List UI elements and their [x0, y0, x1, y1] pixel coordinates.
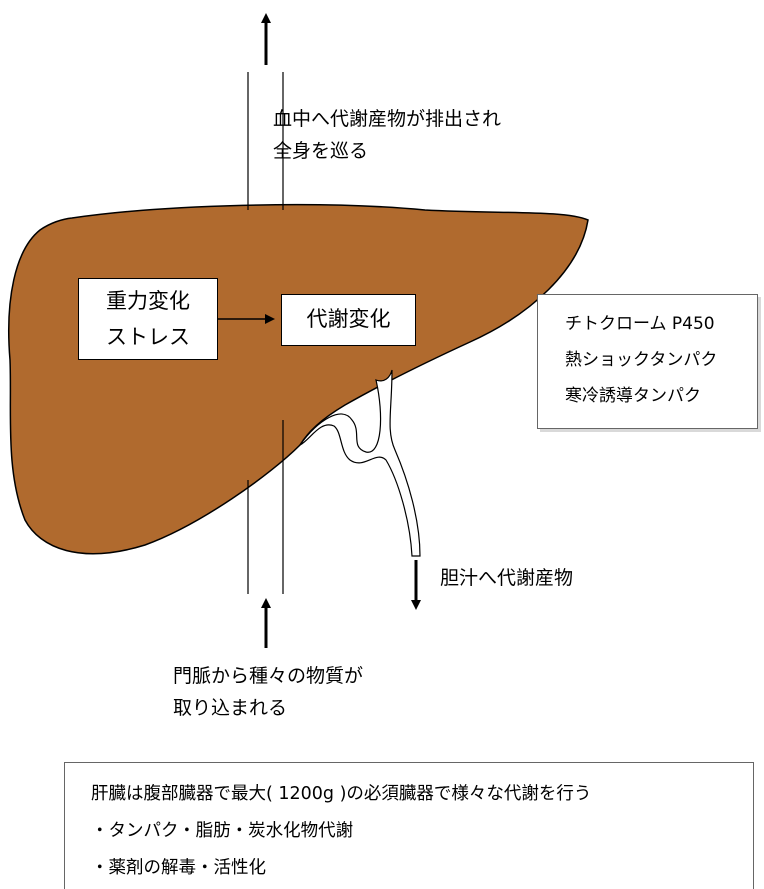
summary-heading: 肝臓は腹部臓器で最大( 1200g )の必須臓器で様々な代謝を行う	[65, 776, 753, 813]
summary-bullet: ・タンパク・脂肪・炭水化物代謝	[65, 813, 753, 850]
summary-bullet: ・薬剤の解毒・活性化	[65, 850, 753, 887]
stress-box: 重力変化 ストレス	[78, 278, 218, 360]
stress-box-line-1: 重力変化	[79, 283, 217, 319]
outflow-text: 血中へ代謝産物が排出され 全身を巡る	[273, 103, 501, 167]
protein-item: チトクローム P450	[538, 306, 757, 342]
protein-item: 寒冷誘導タンパク	[538, 378, 757, 414]
stress-box-line-2: ストレス	[79, 319, 217, 355]
portal-vein-line-1: 門脈から種々の物質が	[173, 660, 363, 692]
summary-box: 肝臓は腹部臓器で最大( 1200g )の必須臓器で様々な代謝を行う・タンパク・脂…	[64, 762, 754, 889]
portal-vein-line-2: 取り込まれる	[173, 692, 363, 724]
liver-shape	[9, 205, 588, 554]
bile-label: 胆汁へ代謝産物	[440, 562, 573, 594]
portal-vein-text: 門脈から種々の物質が 取り込まれる	[173, 660, 363, 724]
metabolic-change-label: 代謝変化	[282, 301, 415, 337]
outflow-line-1: 血中へ代謝産物が排出され	[273, 103, 501, 135]
outflow-line-2: 全身を巡る	[273, 135, 501, 167]
metabolic-change-box: 代謝変化	[281, 294, 416, 346]
protein-item: 熱ショックタンパク	[538, 342, 757, 378]
